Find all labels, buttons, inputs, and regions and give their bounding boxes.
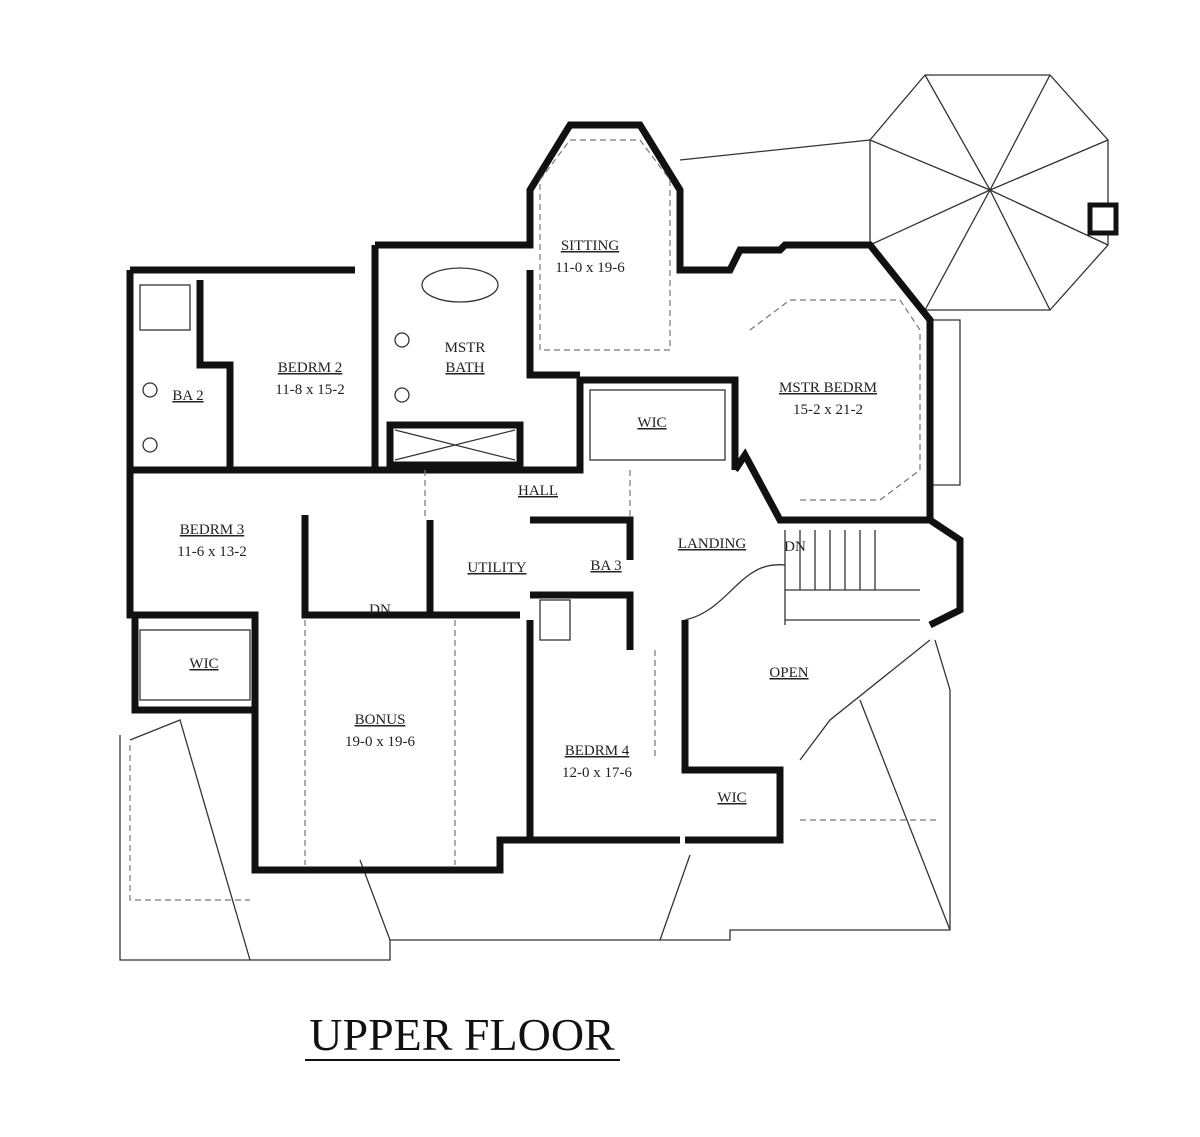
walls: [126, 121, 964, 874]
mstr-bedrm-size: 15-2 x 21-2: [793, 402, 863, 418]
roof-lines: [119, 74, 1119, 961]
bonus-size: 19-0 x 19-6: [345, 734, 415, 750]
bonus-dn-label: DN: [369, 602, 391, 618]
ba3-label: BA 3: [590, 558, 621, 574]
utility-label: UTILITY: [467, 560, 526, 576]
plan-title: UPPER FLOOR: [309, 1009, 615, 1060]
bedrm2-size: 11-8 x 15-2: [275, 382, 344, 398]
wic-bedrm4-label: WIC: [717, 790, 746, 806]
stair-dn-label: DN: [784, 539, 806, 555]
open-label: OPEN: [769, 665, 808, 681]
wic-bedrm3-label: WIC: [189, 656, 218, 672]
ba2-label: BA 2: [172, 388, 203, 404]
bedrm3-size: 11-6 x 13-2: [177, 544, 246, 560]
sitting-size: 11-0 x 19-6: [555, 260, 625, 276]
bedrm4-label: BEDRM 4: [565, 743, 630, 759]
bonus-label: BONUS: [355, 712, 406, 728]
wic-master-label: WIC: [637, 415, 666, 431]
bedrm3-label: BEDRM 3: [180, 522, 245, 538]
bedrm2-label: BEDRM 2: [278, 360, 343, 376]
mstr-bedrm-label: MSTR BEDRM: [779, 380, 877, 396]
mstr-bath-label-1: MSTR: [445, 340, 486, 356]
fixtures: [139, 139, 921, 865]
landing-label: LANDING: [678, 536, 746, 552]
bedrm4-size: 12-0 x 17-6: [562, 765, 632, 781]
mstr-bath-label-2: BATH: [445, 360, 484, 376]
sitting-label: SITTING: [561, 238, 619, 254]
hall-label: HALL: [518, 483, 558, 499]
